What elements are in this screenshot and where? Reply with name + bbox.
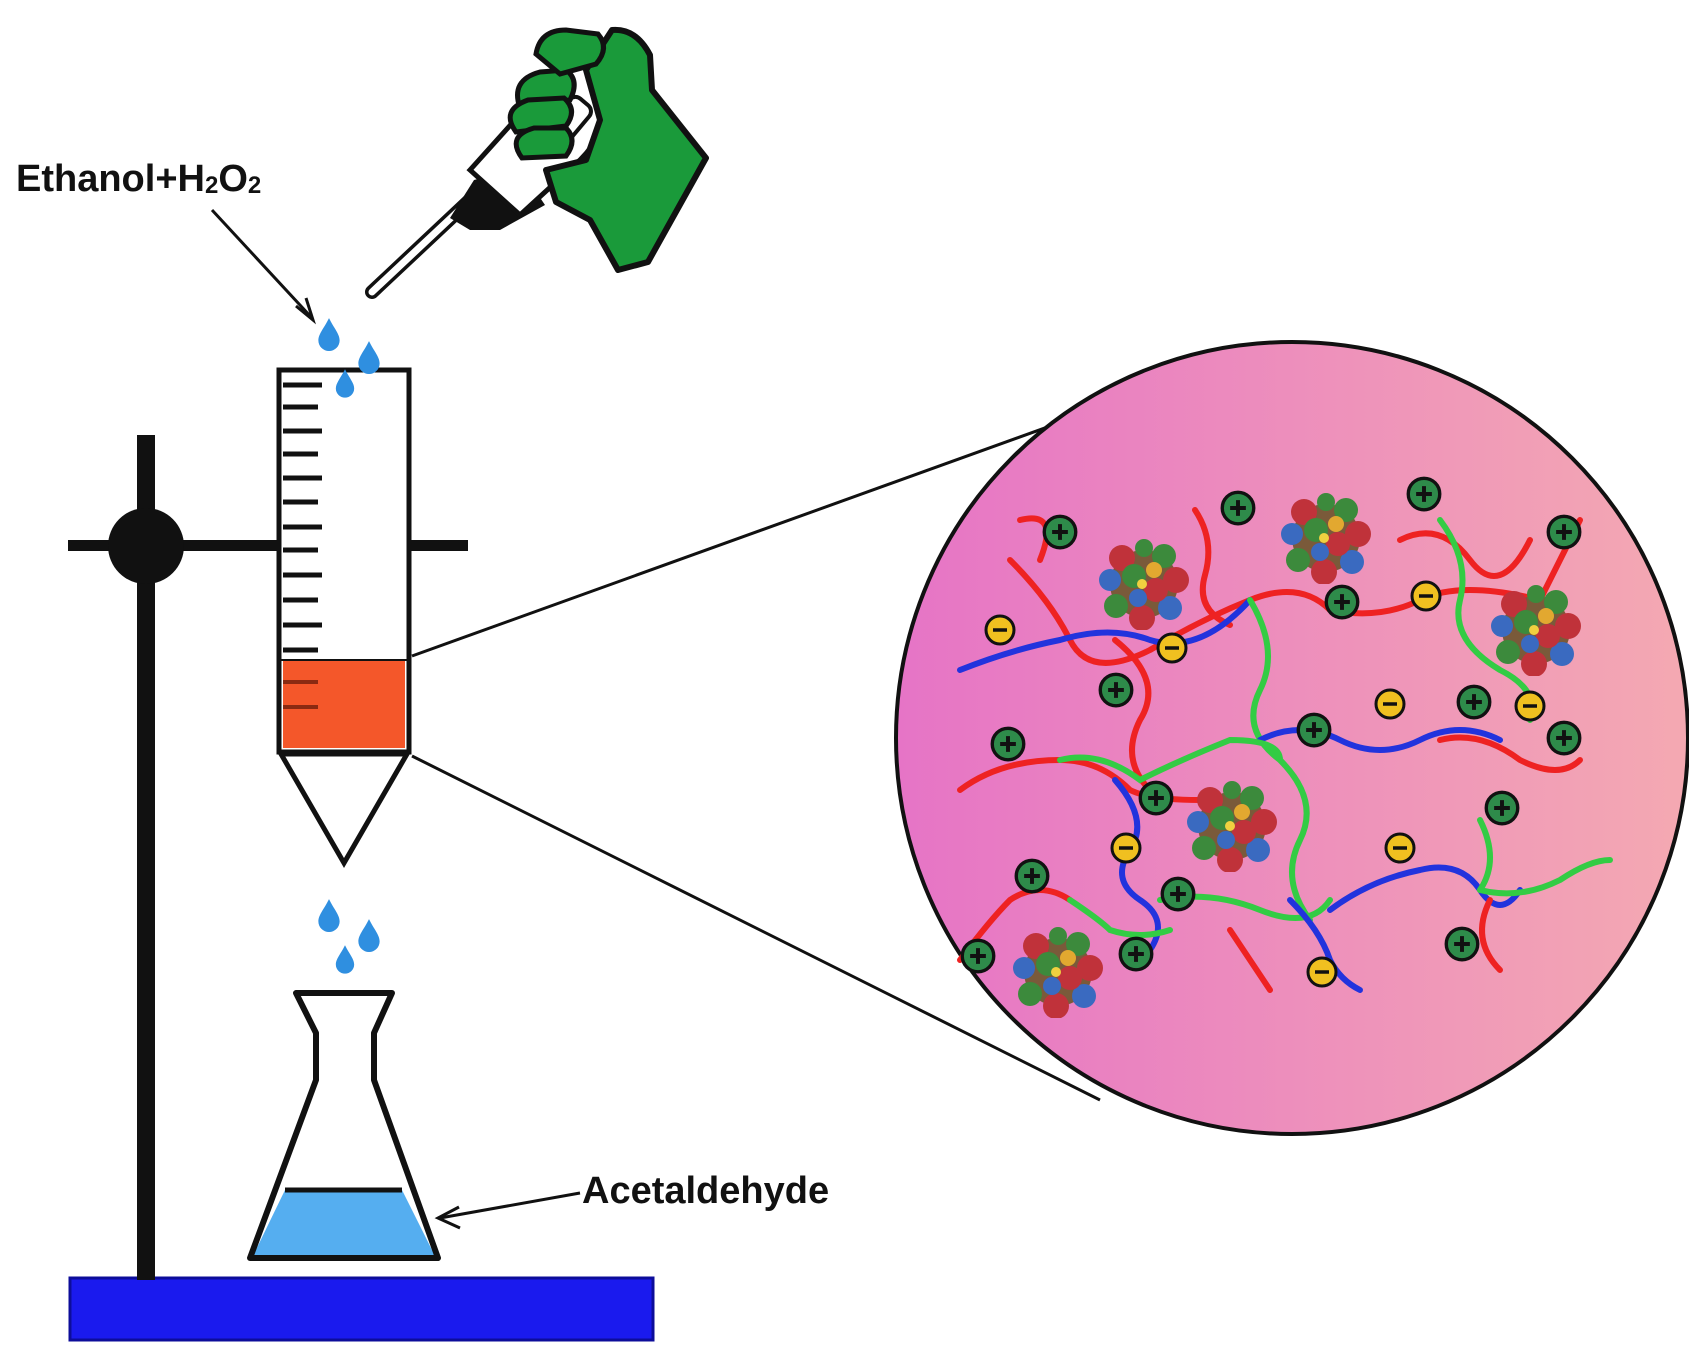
flask-liquid [252, 1190, 436, 1258]
droplets-outlet [318, 899, 380, 974]
stand-rod [137, 435, 155, 1280]
collection-flask [247, 990, 441, 1261]
stand-clamp-knob [108, 508, 184, 584]
column-packing [283, 660, 405, 748]
ring-stand [68, 435, 655, 1342]
product-arrow [434, 1191, 581, 1230]
input-label-mid: O [218, 158, 248, 200]
packed-column [276, 367, 412, 868]
stand-clamp-arm [68, 540, 468, 551]
gloved-hand-icon [507, 26, 709, 273]
input-label-subscript-2: 2 [247, 172, 262, 199]
column-tip [276, 751, 412, 868]
input-label-subscript-1: 2 [204, 172, 219, 199]
input-arrow [210, 208, 316, 325]
polymer-chains [957, 507, 1613, 993]
input-label-prefix: Ethanol+H [16, 158, 205, 200]
input-label: Ethanol+H2O2 [16, 158, 261, 201]
product-label: Acetaldehyde [582, 1170, 830, 1212]
stand-base [68, 1276, 655, 1342]
column-graduations [283, 382, 322, 653]
magnified-hydrogel-view [894, 340, 1689, 1136]
